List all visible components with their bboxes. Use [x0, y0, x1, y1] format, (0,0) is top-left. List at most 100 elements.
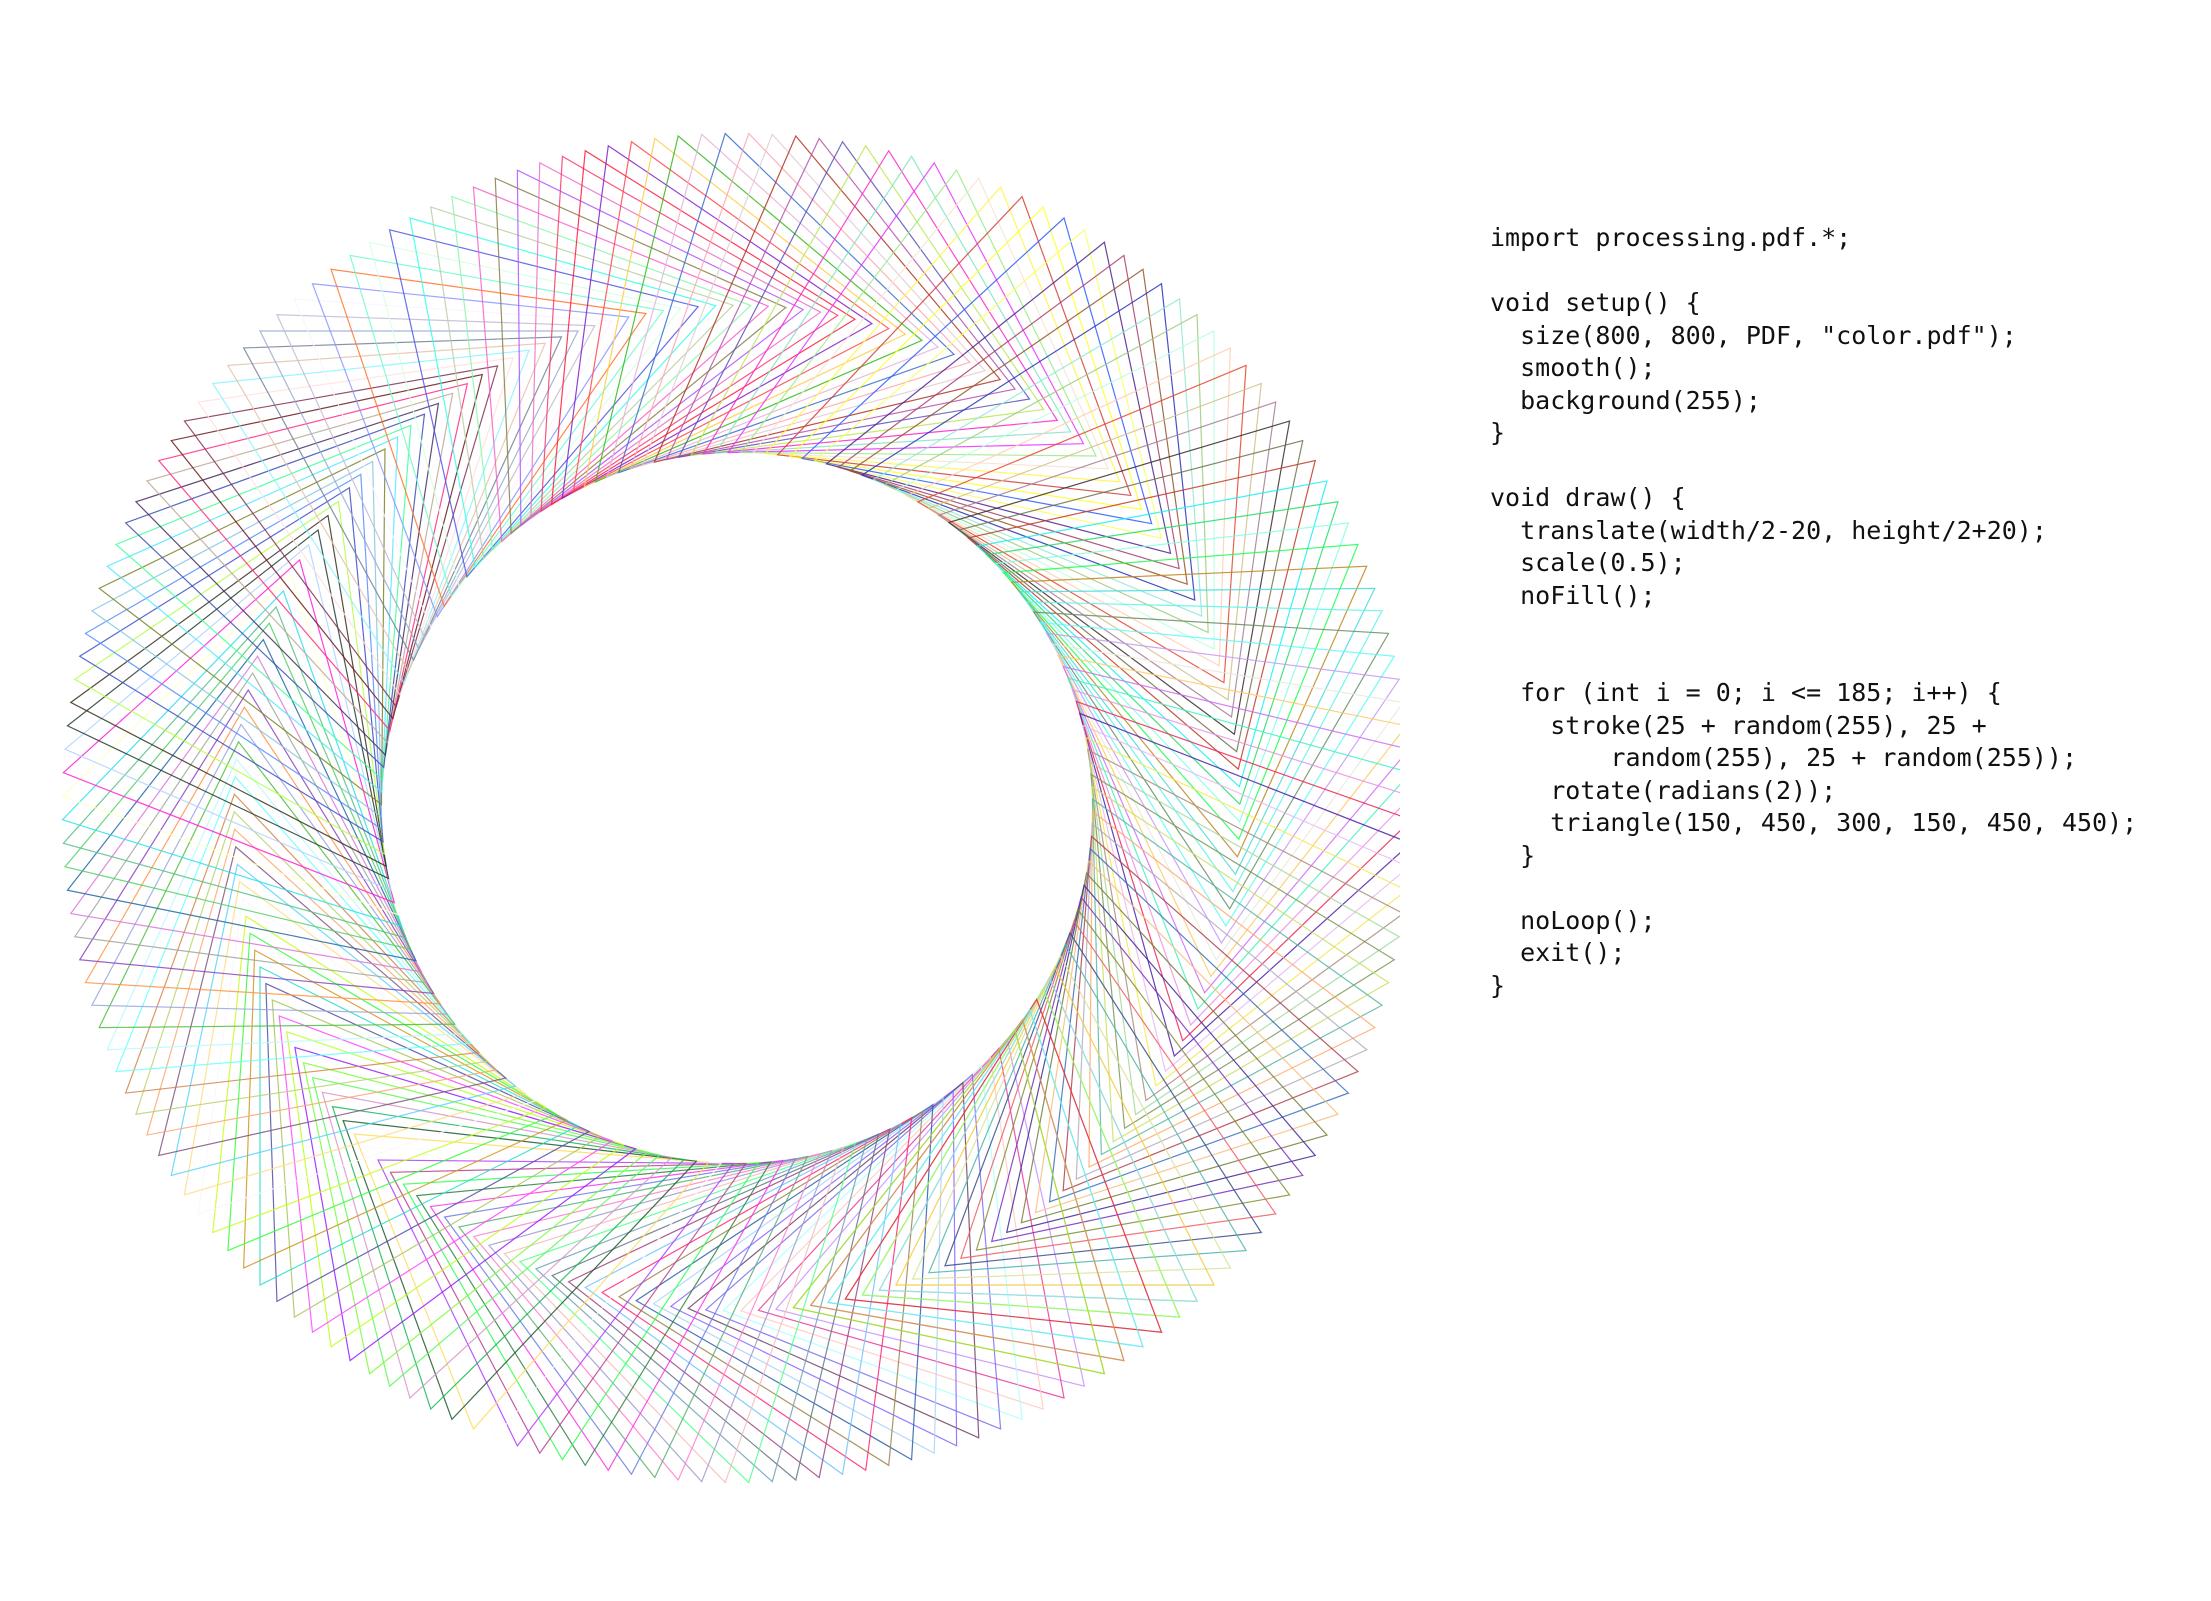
spiral-triangle — [895, 965, 1215, 1286]
spiral-triangle — [677, 140, 1031, 459]
spiral-triangle — [827, 1008, 1144, 1348]
spiral-triangle — [197, 898, 537, 1215]
spiral-triangle — [1062, 665, 1400, 994]
spiral-triangle — [134, 402, 440, 757]
code-line: size(800, 800, PDF, "color.pdf"); — [1490, 320, 2017, 350]
spiral-triangle — [1075, 822, 1368, 1181]
spiral-triangle — [993, 522, 1350, 823]
spiral-triangle — [583, 137, 907, 488]
spiral-triangle — [62, 605, 408, 939]
spiral-triangle — [106, 758, 464, 1051]
spiral-triangle — [242, 336, 563, 662]
spiral-triangle — [844, 998, 1163, 1333]
spiral-triangle — [518, 1142, 857, 1484]
spiral-triangle — [1066, 677, 1400, 1011]
spiral-triangle — [872, 297, 1203, 618]
spiral-triangle — [135, 810, 489, 1115]
code-line — [1490, 450, 2137, 483]
spiral-triangle — [197, 357, 515, 697]
spiral-triangle — [73, 671, 429, 984]
code-line: } — [1490, 970, 1506, 1000]
spiral-triangle — [792, 1028, 1106, 1375]
spiral-triangle — [813, 228, 1163, 540]
spiral-triangle — [331, 1105, 686, 1411]
spiral-triangle — [722, 1064, 1023, 1421]
spiral-triangle — [388, 228, 700, 579]
spiral-triangle — [809, 1018, 1125, 1362]
code-line: } — [1490, 418, 1506, 447]
spiral-triangle — [878, 976, 1199, 1302]
spiral-triangle — [757, 1047, 1065, 1399]
spiral-triangle — [271, 998, 602, 1319]
spiral-triangle — [84, 706, 442, 1005]
spiral-triangle — [451, 195, 752, 552]
spiral-triangle — [1062, 835, 1360, 1192]
spiral-triangle — [976, 480, 1328, 788]
spiral-triangle — [534, 1137, 868, 1483]
spiral-triangle — [302, 1061, 649, 1375]
spiral-triangle — [293, 298, 613, 629]
spiral-triangle — [1075, 700, 1400, 1042]
spiral-triangle — [800, 216, 1153, 525]
spiral-triangle — [702, 149, 1059, 455]
spiral-triangle — [825, 241, 1172, 555]
spiral-triangle — [1039, 621, 1396, 928]
spiral-triangle — [124, 793, 481, 1094]
code-line: stroke(25 + random(255), 25 + — [1490, 710, 1987, 740]
spiral-triangle — [265, 982, 591, 1303]
spiral-triangle — [1032, 611, 1390, 910]
spiral-triangle — [1078, 712, 1400, 1058]
spiral-triangle — [183, 880, 527, 1196]
spiral-triangle — [259, 966, 580, 1286]
spiral-triangle — [1002, 543, 1359, 841]
spiral-triangle — [1010, 565, 1368, 858]
code-line: translate(width/2-20, height/2+20); — [1490, 515, 2047, 545]
spiral-triangle — [927, 943, 1248, 1274]
spiral-triangle — [415, 1161, 772, 1467]
spiral-triangle — [275, 314, 596, 640]
spiral-triangle — [63, 543, 393, 892]
spiral-triangle — [584, 1122, 902, 1476]
spiral-triangle — [1048, 847, 1350, 1203]
spiral-triangle — [1071, 688, 1400, 1027]
spiral-triangle — [487, 1149, 833, 1483]
spiral-triangle — [1088, 760, 1400, 1116]
spiral-triangle — [66, 528, 390, 880]
spiral-triangle — [1018, 587, 1376, 876]
spiral-triangle — [457, 1155, 809, 1479]
code-listing: import processing.pdf.*;void setup() { s… — [1490, 222, 2137, 1002]
spiral-triangle — [561, 144, 874, 500]
spiral-triangle — [540, 155, 839, 513]
spiral-triangle — [966, 459, 1317, 771]
spiral-triangle — [84, 473, 383, 831]
spiral-triangle — [947, 420, 1291, 736]
spiral-triangle — [957, 439, 1304, 753]
spiral-triangle — [894, 330, 1215, 650]
spiral-triangle — [330, 268, 647, 608]
code-line: background(255); — [1490, 385, 1761, 415]
spiral-triangle — [652, 1096, 944, 1455]
spiral-triangle — [503, 1146, 845, 1484]
spiral-triangle — [1051, 643, 1400, 961]
spiral-triangle — [911, 954, 1232, 1280]
spiral-triangle — [90, 460, 383, 819]
spiral-triangle — [294, 1046, 637, 1362]
spiral-triangle — [567, 1128, 891, 1479]
spiral-triangle — [530, 161, 822, 520]
spiral-triangle — [243, 949, 569, 1270]
spiral-triangle — [1057, 654, 1400, 978]
spiral-triangle — [170, 373, 484, 720]
code-line — [1490, 645, 2137, 678]
spiral-triangle — [860, 282, 1196, 601]
spiral-triangle — [594, 134, 923, 483]
spiral-triangle — [837, 254, 1180, 570]
spiral-triangle — [63, 622, 412, 951]
spiral-triangle — [69, 655, 423, 973]
spiral-triangle — [990, 896, 1304, 1243]
spiral-triangle — [183, 365, 499, 708]
spiral-triangle — [848, 268, 1188, 586]
spiral-triangle — [600, 1116, 913, 1472]
spiral-triangle — [78, 486, 384, 843]
spiral-triangle — [157, 845, 508, 1157]
spiral-triangle — [349, 254, 665, 598]
